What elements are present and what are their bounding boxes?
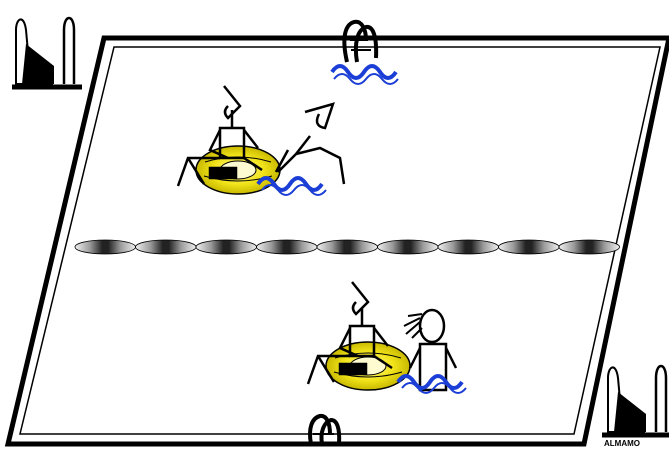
- lane-rope-float: [135, 239, 197, 255]
- swimmer-figure-icon: [403, 308, 458, 392]
- swimmer-figure-icon: [176, 85, 263, 187]
- lane-rope-float: [316, 239, 378, 255]
- water-wave-icon: [330, 64, 399, 85]
- starting-block-icon: [12, 16, 82, 90]
- float-ring-icon: [195, 145, 281, 195]
- swimmer-figure-icon: [274, 102, 346, 185]
- lane-rope-float: [256, 239, 318, 255]
- ladder-icon: [342, 19, 379, 63]
- credit-label: ALMAMO: [604, 439, 640, 448]
- lane-rope-float: [377, 239, 439, 255]
- lane-rope-float: [74, 239, 136, 255]
- swimmer-figure-icon: [306, 281, 393, 385]
- lane-rope-float: [195, 239, 257, 255]
- lane-rope-float: [558, 239, 620, 255]
- lane-rope-float: [437, 239, 499, 255]
- water-wave-icon: [396, 374, 467, 394]
- water-wave-icon: [256, 176, 327, 196]
- starting-block-icon: [602, 364, 669, 438]
- ladder-icon: [308, 413, 342, 445]
- lane-rope-float: [498, 239, 560, 255]
- float-ring-icon: [325, 341, 411, 391]
- lane-rope: [74, 239, 620, 255]
